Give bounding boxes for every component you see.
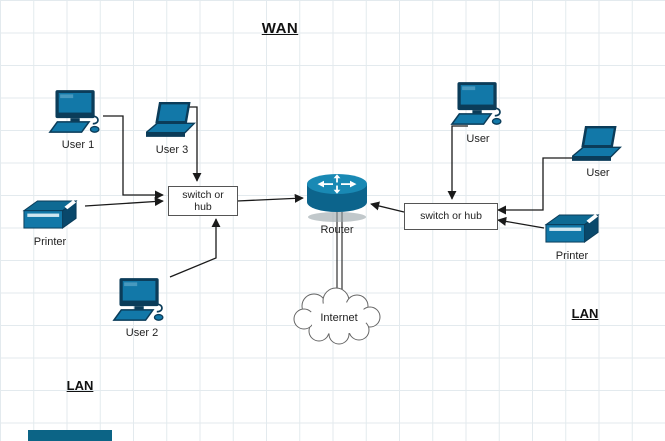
connector-laptop-right-to-switch: [497, 157, 578, 215]
user2-label: User 2: [125, 327, 159, 339]
router-label: Router: [320, 224, 354, 236]
router-icon: [307, 174, 367, 222]
printer-left-label: Printer: [33, 236, 67, 248]
printer-left-icon: [23, 199, 77, 229]
user-right-top-computer-icon: [451, 82, 502, 126]
internet-label: Internet: [320, 312, 358, 324]
switch-left-label-line2: hub: [194, 201, 212, 213]
user-right-side-label: User: [586, 167, 610, 179]
printer-right-label: Printer: [555, 250, 589, 262]
connector-switch-right-to-router: [370, 201, 405, 213]
connector-user2-to-switch: [169, 218, 221, 278]
user-right-top-label: User: [466, 133, 490, 145]
lan-left-label: LAN: [66, 378, 94, 393]
printer-right-icon: [545, 213, 599, 243]
wan-title: WAN: [261, 20, 299, 37]
switch-left-box: switch or hub: [168, 186, 238, 216]
connector-switch-left-to-router: [236, 193, 304, 203]
internet-cloud-icon: [293, 287, 381, 345]
user3-laptop-icon: [146, 102, 195, 138]
switch-right-box: switch or hub: [404, 203, 498, 230]
connector-printer-left-to-switch: [84, 196, 164, 207]
connector-user1-to-switch: [103, 115, 164, 200]
bottom-accent-bar: [28, 430, 112, 441]
connector-user-top-to-switch: [447, 125, 468, 200]
user1-computer-icon: [49, 90, 100, 134]
switch-left-label-line1: switch or: [182, 188, 224, 201]
user1-label: User 1: [61, 139, 95, 151]
lan-right-label: LAN: [571, 306, 599, 321]
user3-label: User 3: [155, 144, 189, 156]
user2-computer-icon: [113, 278, 164, 322]
connector-printer-right-to-switch: [497, 216, 545, 229]
user-right-laptop-icon: [572, 126, 621, 162]
switch-right-label: switch or hub: [420, 210, 482, 223]
